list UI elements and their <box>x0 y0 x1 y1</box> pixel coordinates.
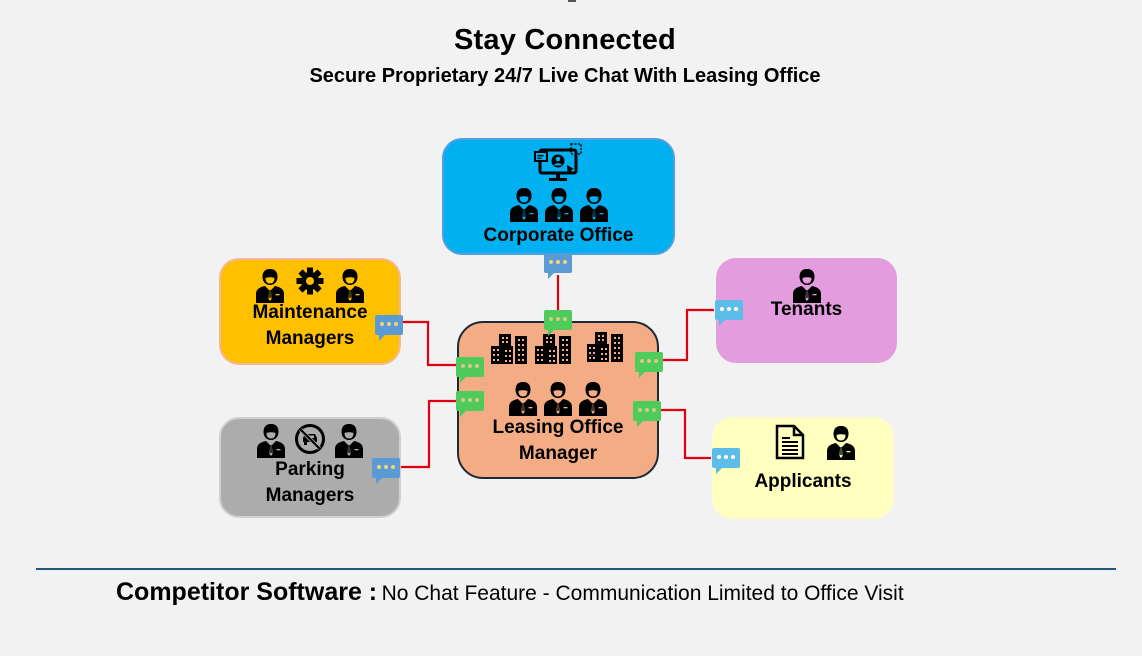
person-icon <box>826 424 856 460</box>
buildings-icon <box>535 334 573 364</box>
chat-bubble-icon-leasing-maintenance[interactable] <box>456 357 484 383</box>
chat-bubble-icon-applicants[interactable] <box>712 448 740 474</box>
chat-bubble-icon-maintenance[interactable] <box>375 315 403 341</box>
corporate-people-row <box>444 186 673 222</box>
chat-bubble-icon-leasing-tenants[interactable] <box>635 352 663 378</box>
applicants-node[interactable]: Applicants <box>712 417 894 519</box>
buildings-icon <box>491 334 529 364</box>
no-parking-car-icon <box>295 424 325 454</box>
applicants-icon-row <box>774 424 856 460</box>
chat-bubble-icon-parking[interactable] <box>372 458 400 484</box>
maintenance-managers-node[interactable]: Maintenance Managers <box>219 258 401 365</box>
leasing-buildings-row <box>459 332 657 364</box>
connector-parking <box>400 399 456 469</box>
tenants-node[interactable]: Tenants <box>716 258 897 363</box>
competitor-note: Competitor Software : No Chat Feature - … <box>116 578 904 607</box>
person-icon <box>509 186 539 222</box>
buildings-icon <box>587 332 625 362</box>
person-icon <box>335 267 365 303</box>
corporate-office-node[interactable]: Corporate Office <box>442 138 675 255</box>
gear-icon <box>296 267 324 295</box>
footer-divider <box>36 568 1116 570</box>
parking-label-line1: Parking <box>275 459 345 480</box>
connector-tenants <box>662 308 714 362</box>
parking-label-line2: Managers <box>265 485 355 506</box>
corporate-office-label: Corporate Office <box>483 225 634 246</box>
chat-bubble-icon-tenants[interactable] <box>715 300 743 326</box>
document-icon <box>775 424 805 460</box>
competitor-text: No Chat Feature - Communication Limited … <box>381 582 904 605</box>
chat-bubble-icon-leasing-top[interactable] <box>544 310 572 336</box>
top-edge-mark <box>568 0 576 2</box>
leasing-label-line1: Leasing Office <box>492 417 624 438</box>
leasing-label-line2: Manager <box>518 443 598 464</box>
page-title: Stay Connected <box>454 24 676 56</box>
person-icon <box>334 422 364 458</box>
parking-managers-node[interactable]: Parking Managers <box>219 417 401 518</box>
person-icon <box>256 422 286 458</box>
leasing-people-row <box>459 380 657 416</box>
connector-maintenance <box>402 320 456 367</box>
person-icon <box>255 267 285 303</box>
leasing-office-manager-node[interactable]: Leasing Office Manager <box>457 321 659 479</box>
maintenance-icon-row <box>221 266 399 303</box>
page-subtitle: Secure Proprietary 24/7 Live Chat With L… <box>309 65 821 87</box>
parking-icon-row <box>221 422 399 458</box>
chat-bubble-icon-leasing-parking[interactable] <box>456 391 484 417</box>
connector-applicants <box>660 408 711 460</box>
corporate-icon-row <box>444 143 673 183</box>
person-icon <box>544 186 574 222</box>
person-icon <box>508 380 538 416</box>
competitor-label: Competitor Software : <box>116 578 378 606</box>
chat-bubble-icon-leasing-applicants[interactable] <box>633 401 661 427</box>
applicants-label: Applicants <box>754 471 852 492</box>
maintenance-label-line1: Maintenance <box>252 302 368 323</box>
person-icon <box>578 380 608 416</box>
person-icon <box>579 186 609 222</box>
tenants-label: Tenants <box>770 299 843 320</box>
person-icon <box>543 380 573 416</box>
computer-monitor-user-icon <box>533 143 582 181</box>
maintenance-label-line2: Managers <box>265 328 355 349</box>
chat-bubble-icon-corporate[interactable] <box>544 253 572 279</box>
